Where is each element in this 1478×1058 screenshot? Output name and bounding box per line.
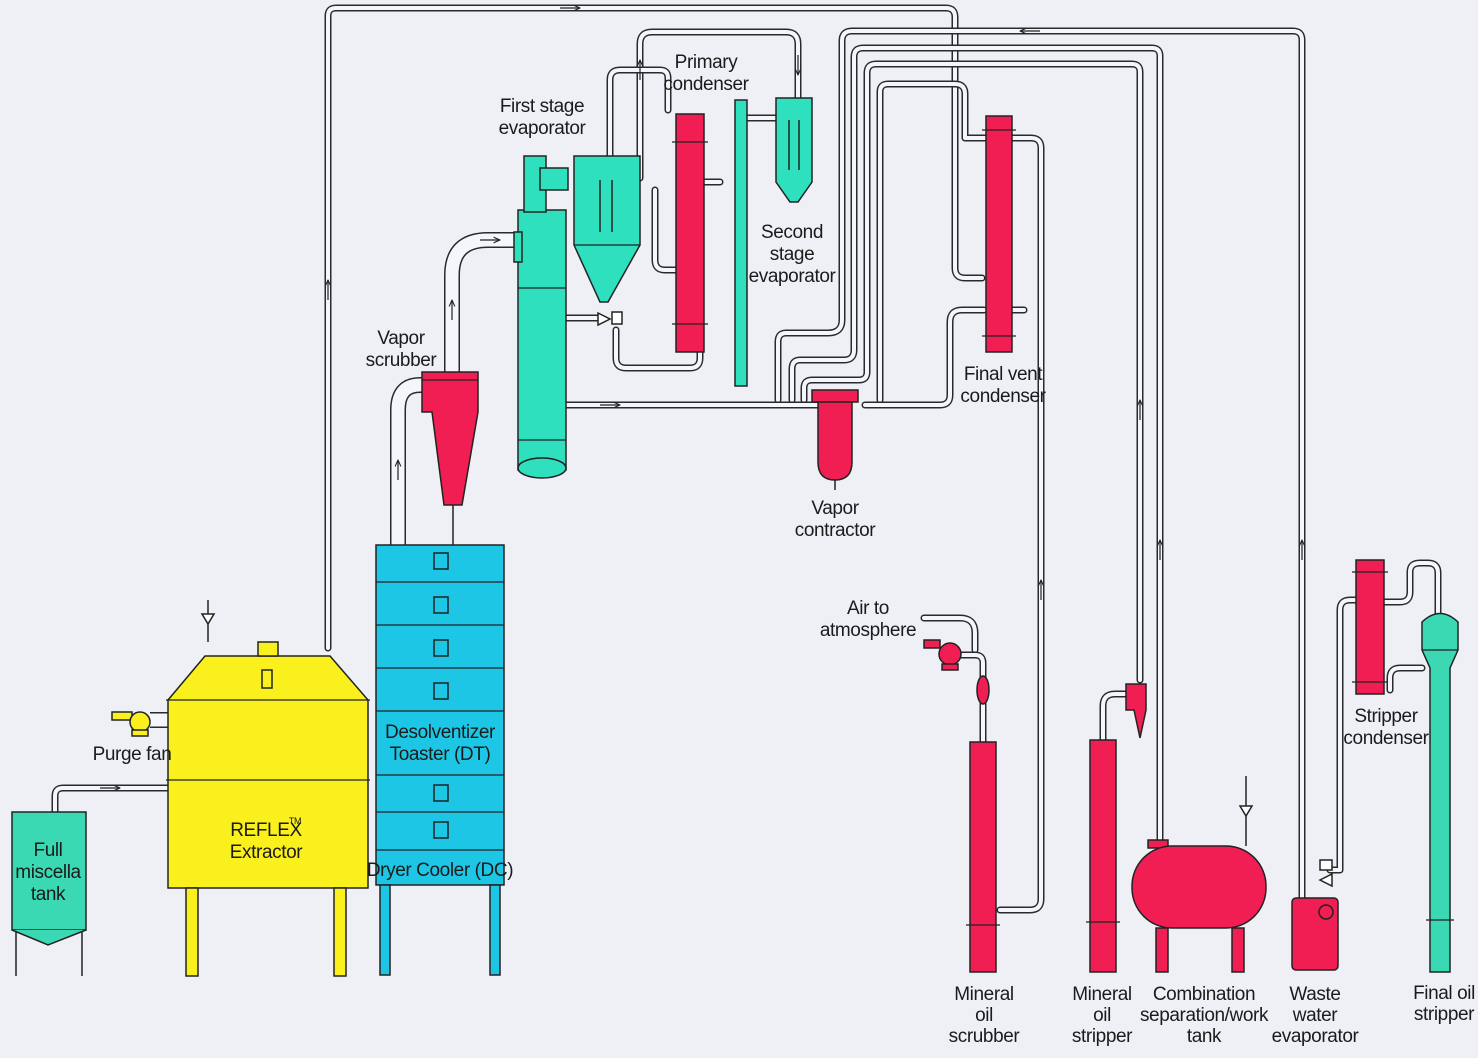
full-miscella-tank bbox=[11, 811, 87, 976]
flow-arrows bbox=[100, 8, 1302, 788]
final-oil-stripper bbox=[1421, 612, 1459, 973]
label-purge-fan: Purge fan bbox=[93, 744, 172, 765]
label-dryer-cooler: Dryer Cooler (DC) bbox=[367, 860, 513, 881]
reflex-extractor bbox=[166, 600, 370, 977]
desolventizer-toaster bbox=[375, 544, 505, 976]
vapor-scrubber bbox=[421, 371, 479, 545]
second-stage-evaporator bbox=[775, 97, 813, 203]
label-extractor-tm: TM bbox=[289, 816, 301, 826]
mineral-oil-stripper bbox=[1086, 683, 1147, 973]
combination-tank bbox=[1131, 776, 1267, 973]
piping bbox=[51, 4, 1442, 914]
stripper-condenser bbox=[1352, 559, 1388, 695]
air-fan bbox=[923, 639, 990, 705]
primary-condenser bbox=[672, 113, 708, 353]
purge-fan bbox=[111, 711, 151, 737]
mineral-oil-scrubber bbox=[966, 741, 1000, 973]
waste-water-evaporator bbox=[1291, 859, 1339, 971]
final-vent-condenser bbox=[982, 115, 1016, 353]
heater-column bbox=[734, 99, 748, 387]
first-stage-evaporator bbox=[513, 155, 641, 479]
vapor-contractor bbox=[811, 389, 859, 490]
